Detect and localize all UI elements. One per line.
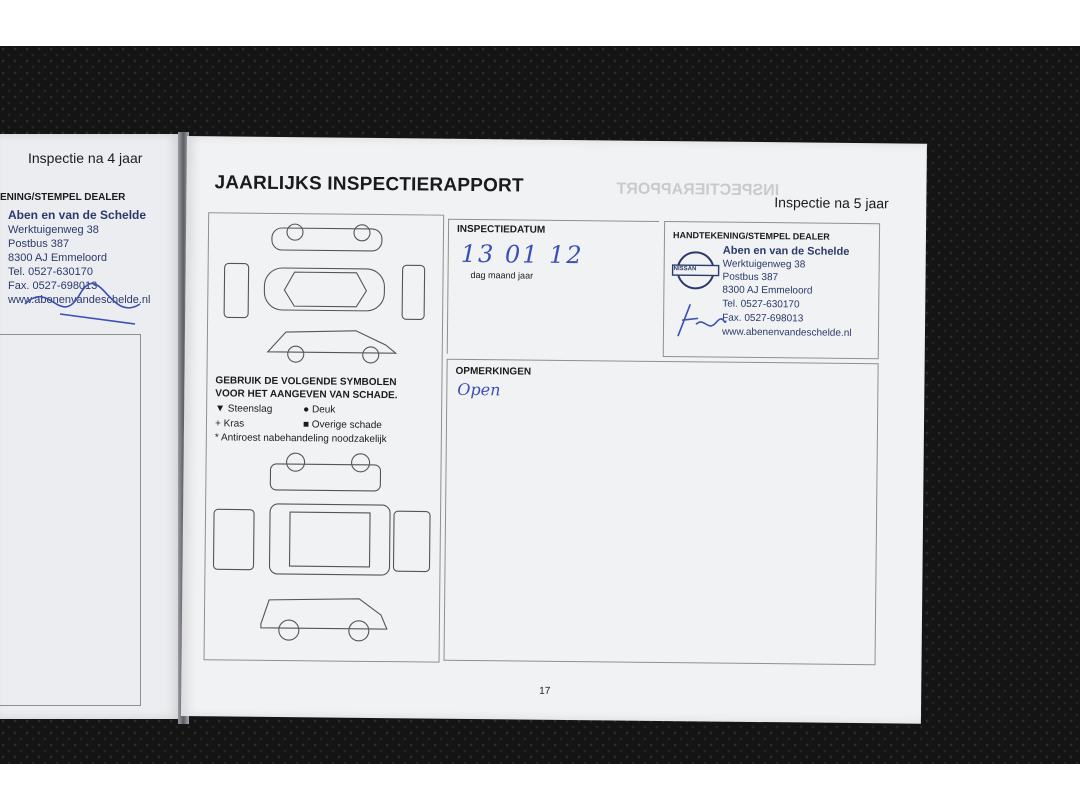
- left-inspection-label: Inspectie na 4 jaar: [28, 150, 143, 166]
- page-title: JAARLIJKS INSPECTIERAPPORT: [214, 172, 524, 197]
- damage-diagram-box: GEBRUIK DE VOLGENDE SYMBOLEN VOOR HET AA…: [203, 212, 445, 663]
- remarks-value: Open: [457, 379, 501, 400]
- legend-heading-line2: VOOR HET AANGEVEN VAN SCHADE.: [215, 388, 398, 402]
- left-stamp-tel: Tel. 0527-630170: [8, 266, 94, 278]
- legend-item-steenslag: ▼ Steenslag: [215, 403, 273, 415]
- left-remarks-box: [0, 334, 141, 706]
- dealer-tel: Tel. 0527-630170: [722, 298, 800, 311]
- inspection-date-caption: dag maand jaar: [470, 269, 534, 281]
- left-stamp-fax: Fax. 0527-698013: [8, 280, 98, 292]
- dealer-city: 8300 AJ Emmeloord: [722, 284, 813, 297]
- left-dealer-heading: ENING/STEMPEL DEALER: [0, 192, 126, 203]
- right-inspection-label: Inspectie na 5 jaar: [774, 194, 889, 212]
- remarks-box: OPMERKINGEN Open: [443, 358, 879, 666]
- dealer-stamp-label: HANDTEKENING/STEMPEL DEALER: [672, 230, 830, 242]
- legend-item-overige: ■ Overige schade: [302, 419, 382, 432]
- dent-symbol-icon: ●: [303, 404, 310, 416]
- dealer-name: Aben en van de Schelde: [722, 244, 850, 258]
- left-stamp-name: Aben en van de Schelde: [8, 208, 147, 222]
- left-stamp-city: 8300 AJ Emmeloord: [8, 252, 108, 264]
- left-page: Inspectie na 4 jaar ENING/STEMPEL DEALER…: [0, 134, 180, 719]
- legend-item-deuk: ● Deuk: [303, 404, 336, 416]
- scratch-symbol-icon: +: [214, 418, 221, 430]
- suv-diagram: [212, 452, 431, 642]
- legend-item-kras: + Kras: [214, 418, 245, 430]
- dealer-pobox: Postbus 387: [722, 271, 779, 284]
- sedan-diagram: [223, 223, 426, 364]
- right-page: JAARLIJKS INSPECTIERAPPORT INSPECTIERAPP…: [180, 136, 927, 724]
- other-damage-symbol-icon: ■: [302, 419, 310, 431]
- stone-chip-symbol-icon: ▼: [215, 403, 226, 415]
- dealer-signature: [677, 303, 727, 337]
- left-signature-scribble: [24, 282, 141, 325]
- inspection-date-value: 13 01 12: [460, 239, 584, 270]
- legend-item-antiroest: * Antiroest nabehandeling noodzakelijk: [214, 432, 387, 446]
- left-stamp-street: Werktuigenweg 38: [8, 224, 99, 236]
- remarks-label: OPMERKINGEN: [455, 365, 532, 378]
- inspection-date-box: INSPECTIEDATUM 13 01 12 dag maand jaar: [446, 218, 660, 356]
- nissan-logo-text: NISSAN: [673, 266, 697, 273]
- left-stamp-pobox: Postbus 387: [8, 238, 70, 250]
- dealer-fax: Fax. 0527-698013: [722, 312, 804, 325]
- page-number: 17: [539, 685, 551, 697]
- dealer-street: Werktuigenweg 38: [722, 258, 806, 271]
- anti-rust-symbol-icon: *: [214, 432, 219, 444]
- inspection-date-label: INSPECTIEDATUM: [456, 223, 546, 236]
- nissan-logo-icon: [671, 251, 720, 290]
- dealer-web: www.abenenvandeschelde.nl: [721, 326, 852, 339]
- mirrored-title: INSPECTIERAPPORT: [616, 180, 780, 200]
- dealer-stamp-box: HANDTEKENING/STEMPEL DEALER NISSAN Aben …: [662, 221, 881, 360]
- legend-heading-line1: GEBRUIK DE VOLGENDE SYMBOLEN: [215, 375, 397, 389]
- photo-background: Inspectie na 4 jaar ENING/STEMPEL DEALER…: [0, 46, 1080, 764]
